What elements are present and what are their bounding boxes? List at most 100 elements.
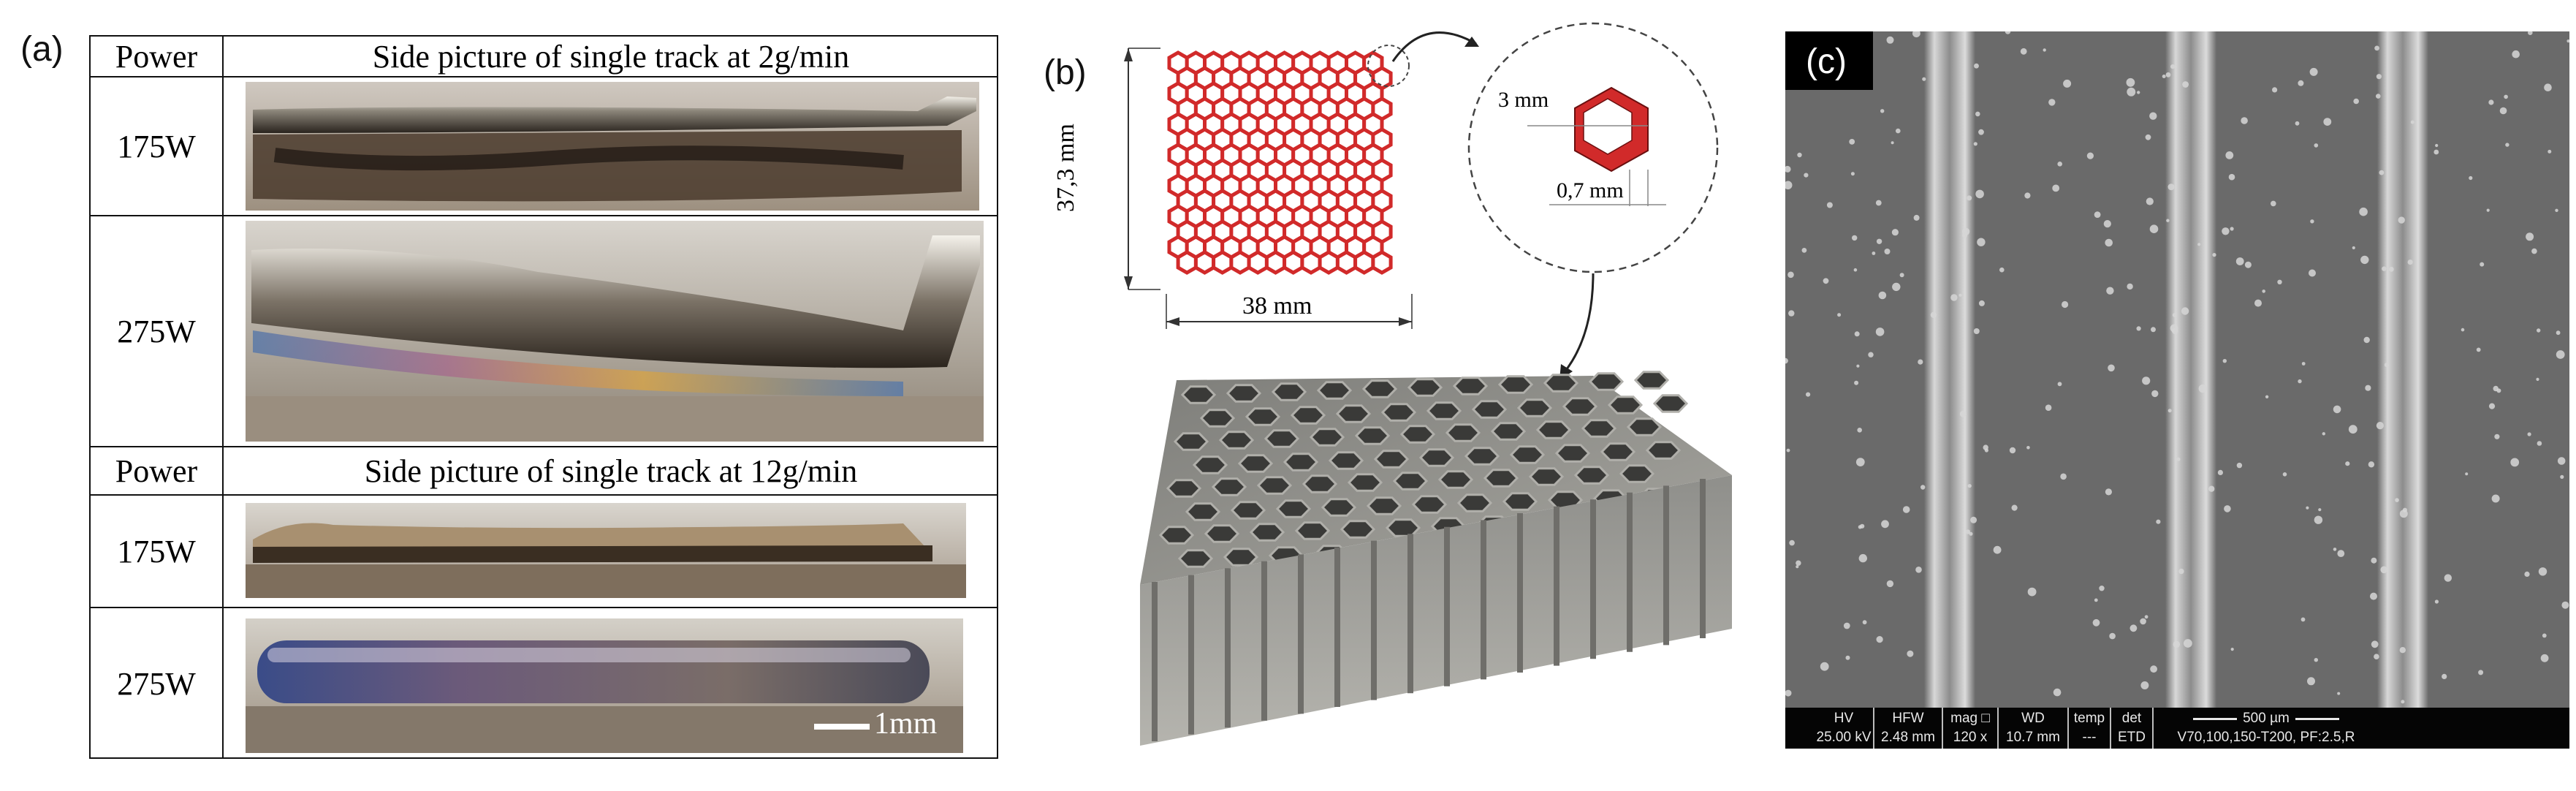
sem-particle xyxy=(1912,31,1920,38)
sem-particle xyxy=(2167,183,2175,191)
sem-particle xyxy=(1878,291,1887,300)
sem-particle xyxy=(1958,293,1962,297)
printed-hex-cell xyxy=(1366,496,1402,515)
sem-particle xyxy=(1854,380,1859,385)
sem-particle xyxy=(1797,152,1802,158)
sem-particle xyxy=(2434,599,2439,604)
sem-particle xyxy=(2103,220,2111,228)
track-photo-275w-12gmin: 1mm xyxy=(246,618,963,753)
sem-particle xyxy=(2265,395,2269,398)
sem-particle xyxy=(1965,529,1970,534)
sem-particle xyxy=(2109,632,2116,640)
printed-hex-cell xyxy=(1407,378,1443,397)
sem-particle xyxy=(2368,461,2375,468)
printed-hex-cell xyxy=(1581,419,1617,438)
sem-particle xyxy=(1969,531,1973,536)
printed-hex-cell xyxy=(1607,396,1644,415)
printed-hex-cell xyxy=(1411,495,1448,514)
sem-particle xyxy=(2145,134,2151,140)
panel-c-label-box xyxy=(1785,31,1873,90)
sem-particle xyxy=(1973,328,1980,334)
track-photo-175w-12gmin xyxy=(246,503,966,598)
table-title-2gmin: Side picture of single track at 2g/min xyxy=(372,38,850,75)
sem-particle xyxy=(2314,143,2319,148)
sem-particle xyxy=(2282,472,2287,477)
hex-cell xyxy=(1247,250,1269,275)
hex-cell xyxy=(1353,250,1375,275)
sem-particle xyxy=(2144,615,2148,619)
printed-hex-cell xyxy=(1290,406,1326,425)
sem-particle xyxy=(1967,484,1972,488)
sem-particle xyxy=(2544,83,2552,91)
printed-hex-cell xyxy=(1445,423,1481,442)
printed-hex-cell xyxy=(1223,548,1259,567)
sem-particle xyxy=(2433,149,2439,155)
printed-hex-cell xyxy=(1619,464,1655,483)
sem-particle xyxy=(2170,64,2176,69)
sem-particle xyxy=(1872,251,1876,255)
printed-hex-cell xyxy=(1166,479,1202,498)
sem-particle xyxy=(2376,422,2384,430)
sem-particle xyxy=(2496,388,2501,393)
sem-particle xyxy=(2526,232,2534,241)
sem-particle xyxy=(2162,75,2166,78)
printed-hex-cell xyxy=(1588,372,1625,391)
power-header-2: Power xyxy=(115,453,198,489)
height-dimension: 37,3 mm xyxy=(1052,124,1079,212)
sem-particle xyxy=(2365,385,2371,391)
sem-particle xyxy=(1868,352,1874,357)
sem-particle xyxy=(2374,654,2379,659)
printed-hex-cell xyxy=(1180,385,1217,404)
sem-particle xyxy=(2011,504,2018,511)
sem-particle xyxy=(2300,617,2306,622)
sem-particle xyxy=(2309,67,2318,76)
hex-cell xyxy=(1300,250,1322,275)
sem-particle xyxy=(2048,99,2056,106)
sem-particle xyxy=(1918,359,1923,365)
printed-hex-cell xyxy=(1204,524,1240,543)
sem-particle xyxy=(1974,63,1979,69)
printed-hex-cell xyxy=(1456,493,1493,512)
sem-particle xyxy=(1922,77,1926,81)
sem-particle xyxy=(2527,432,2531,436)
sem-particle xyxy=(2528,31,2533,35)
printed-hex-cell xyxy=(1347,473,1383,492)
printed-hex-cell xyxy=(1294,521,1331,540)
sem-particle xyxy=(1975,189,1984,199)
hex-cell xyxy=(1229,250,1251,275)
sem-particle xyxy=(2556,350,2565,359)
sem-particle xyxy=(1970,516,1977,523)
sem-particle xyxy=(1959,410,1967,417)
sem-particle xyxy=(2060,473,2067,480)
hex-cell xyxy=(1212,250,1234,275)
sem-scale-bar: 500 µm xyxy=(2154,709,2379,728)
printed-hex-cell xyxy=(1264,429,1300,448)
sem-particle xyxy=(2272,87,2278,93)
sem-particle xyxy=(2371,557,2377,564)
sem-particle xyxy=(2126,77,2135,87)
sem-particle xyxy=(1892,282,1901,292)
sem-particle xyxy=(1852,235,1858,241)
sem-particle xyxy=(1788,310,1795,317)
printed-hex-cell xyxy=(1158,526,1195,545)
sem-particle xyxy=(1978,129,1984,135)
sem-particle xyxy=(1857,428,1862,433)
sem-particle xyxy=(2156,519,2161,524)
sem-particle xyxy=(2127,87,2136,96)
printed-hex-cell xyxy=(1392,472,1429,491)
sem-particle xyxy=(2333,405,2341,414)
sem-particle xyxy=(2230,227,2234,231)
sem-particle xyxy=(1845,655,1850,660)
printed-honeycomb-photo xyxy=(1140,371,1732,746)
track-photo-175w-2gmin xyxy=(246,82,979,211)
sem-particle xyxy=(2537,441,2542,446)
sem-particle xyxy=(1999,267,2005,273)
sem-particle xyxy=(2398,216,2405,224)
sem-particle xyxy=(2538,567,2547,576)
printed-hex-cell xyxy=(1516,398,1553,417)
sem-particle xyxy=(2486,208,2490,212)
sem-particle xyxy=(2150,665,2157,673)
sem-particle xyxy=(2480,262,2485,267)
